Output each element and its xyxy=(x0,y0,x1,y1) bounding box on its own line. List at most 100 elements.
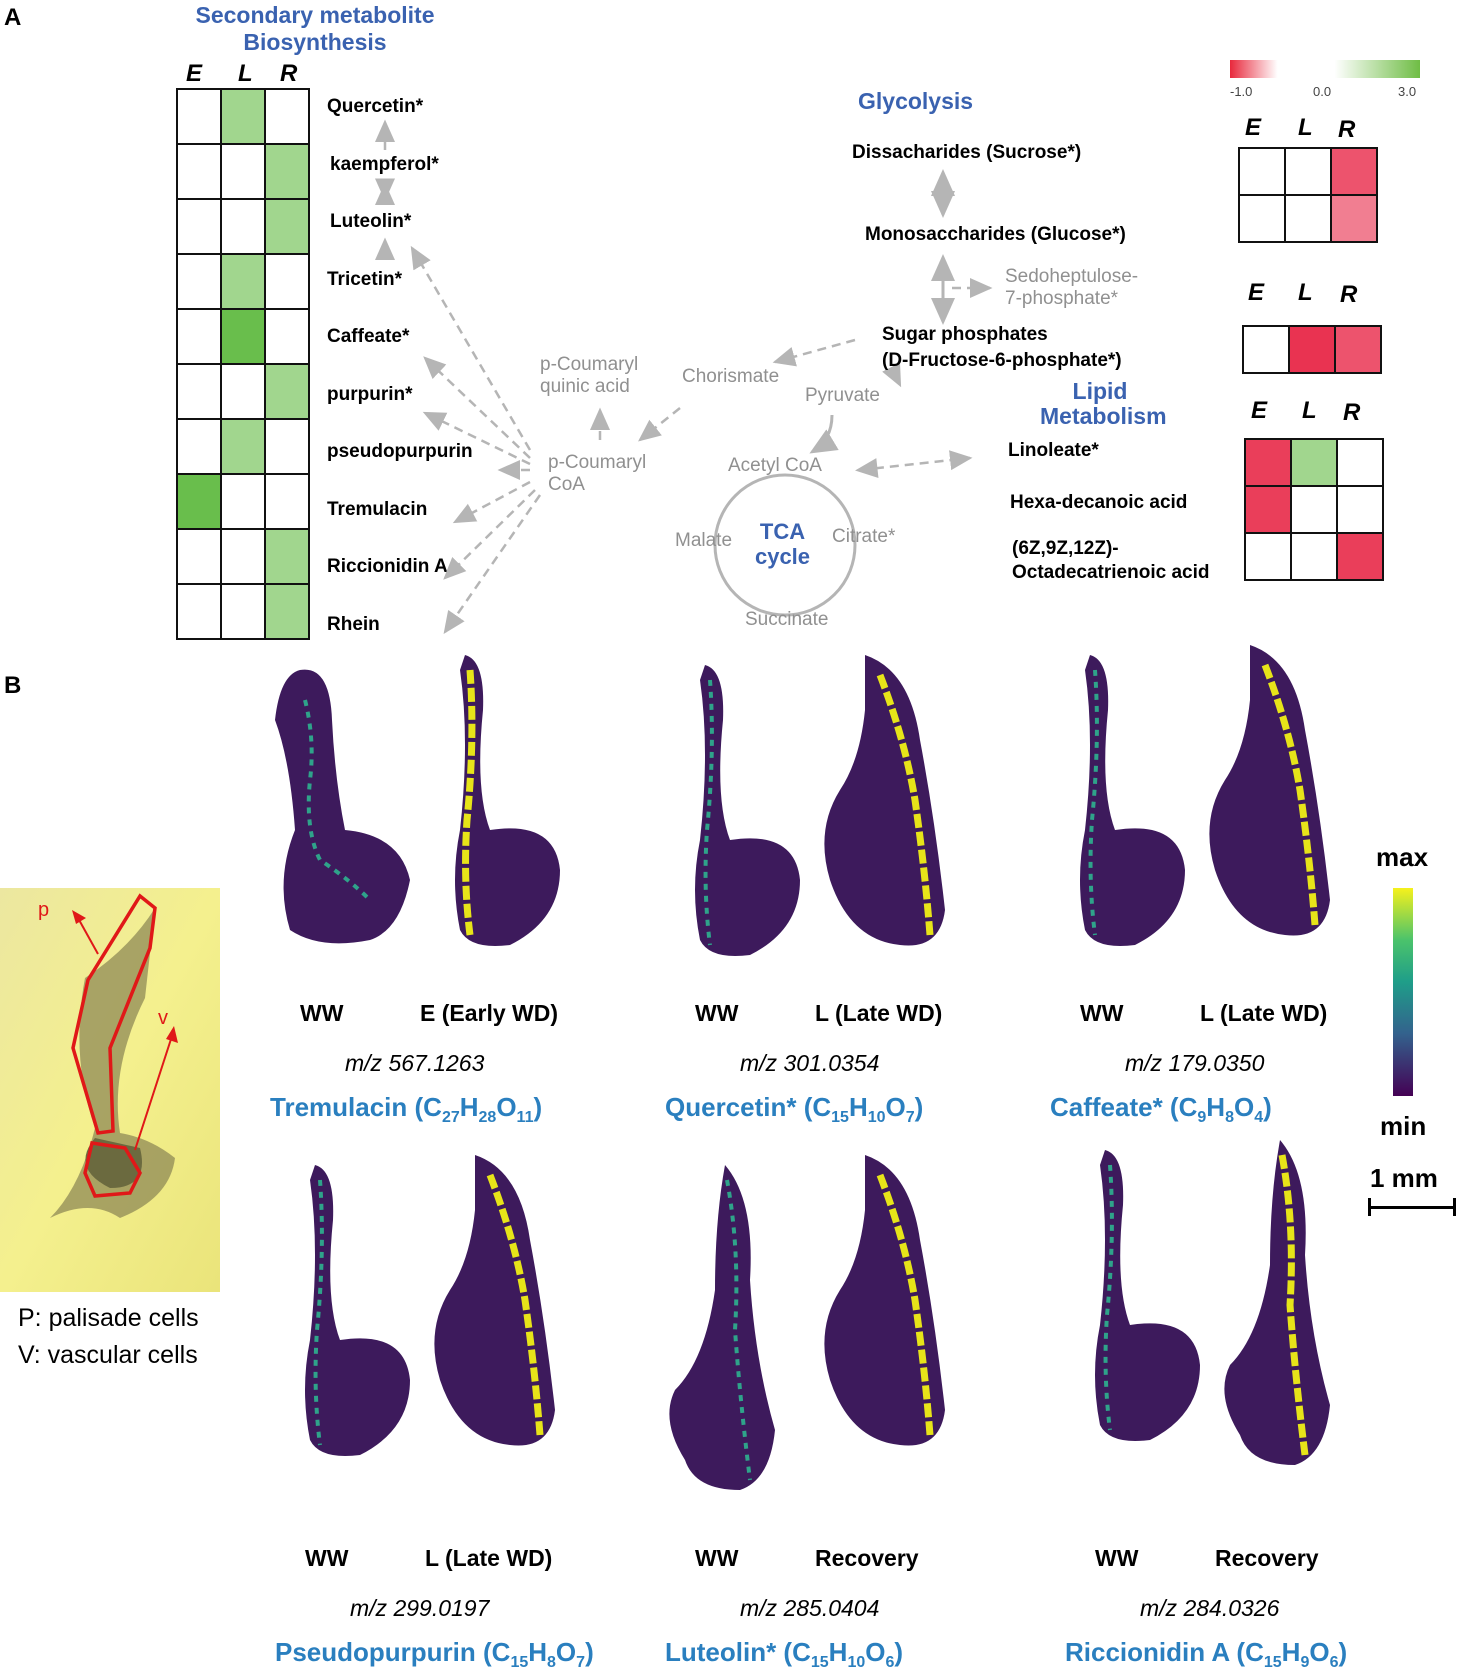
mz-value: m/z 284.0326 xyxy=(1140,1595,1280,1621)
lipid-cell xyxy=(1290,485,1338,534)
scale-bar-tick-left xyxy=(1368,1198,1371,1216)
arrow-rhein xyxy=(443,494,542,635)
chorismate-label: Chorismate xyxy=(682,366,780,387)
glycolysis-title: Glycolysis xyxy=(858,88,974,114)
lipid-cell xyxy=(1244,532,1292,581)
secondary-row xyxy=(176,418,310,475)
arrow-caffeate xyxy=(423,356,531,459)
arrow-tremulacin xyxy=(452,480,531,524)
tissue-outline xyxy=(695,665,800,956)
vascular-legend: V: vascular cells xyxy=(18,1341,198,1369)
ww-ion-image xyxy=(669,1165,775,1490)
fructose-label: (D-Fructose-6-phosphate*) xyxy=(882,350,1122,371)
signal-stripe xyxy=(313,1179,324,1446)
lipid-cell xyxy=(1290,532,1338,581)
formula-part: ) xyxy=(585,1637,594,1667)
formula-part: ) xyxy=(894,1637,904,1667)
secondary-metabolite-name: Luteolin* xyxy=(330,211,412,232)
formula-subscript: 6 xyxy=(885,1654,895,1672)
fructose-cell xyxy=(1288,325,1336,374)
compound-name: Quercetin* (C xyxy=(665,1092,832,1122)
secondary-metabolite-name: Tremulacin xyxy=(327,498,428,520)
signal-stripe xyxy=(1103,1164,1114,1431)
sugar-cell xyxy=(1238,194,1286,243)
secondary-cell xyxy=(264,473,310,530)
secondary-row xyxy=(176,253,310,310)
lipid-line-2: Metabolism xyxy=(1040,403,1167,429)
secondary-metabolite-name: Rhein xyxy=(327,613,380,635)
sugar-row xyxy=(1238,194,1378,243)
colorscale-bar xyxy=(1230,60,1420,78)
secondary-row xyxy=(176,528,310,585)
compound-formula: Quercetin* (C15H10O7) xyxy=(665,1092,923,1127)
compound-name: Riccionidin A (C xyxy=(1065,1637,1264,1667)
arrow-purpurin xyxy=(422,411,531,466)
ww-ion-image xyxy=(695,665,800,956)
signal-stripe xyxy=(876,673,934,936)
arrow-acetyl xyxy=(809,414,839,454)
formula-subscript: 28 xyxy=(478,1109,497,1127)
lipid-cell xyxy=(1244,438,1292,487)
tca-line-2: cycle xyxy=(754,544,811,569)
formula-subscript: 11 xyxy=(516,1109,534,1127)
sugar-cell xyxy=(1284,194,1332,243)
formula-subscript: 10 xyxy=(867,1109,886,1127)
secondary-cell xyxy=(220,583,266,640)
treatment-caption: Recovery xyxy=(1215,1545,1319,1571)
tissue-outline xyxy=(1209,645,1330,936)
secondary-cell xyxy=(264,583,310,640)
secondary-metabolite-name: Caffeate* xyxy=(327,326,410,347)
formula-part: H xyxy=(1206,1092,1226,1122)
mz-value: m/z 285.0404 xyxy=(740,1595,880,1621)
formula-part: O xyxy=(1233,1092,1255,1122)
secondary-cell xyxy=(220,253,266,310)
colorscale-mid: 0.0 xyxy=(1313,84,1332,99)
arrow-pyruvate xyxy=(882,362,902,388)
sugar-phosphates-label: Sugar phosphates xyxy=(882,324,1048,345)
sedoheptulose-label: Sedoheptulose- 7-phosphate* xyxy=(1005,266,1138,310)
scale-max: max xyxy=(1376,842,1429,872)
treatment-ion-image xyxy=(1209,645,1330,936)
tca-title: TCA cycle xyxy=(745,519,820,569)
sugar-cell xyxy=(1330,194,1378,243)
formula-part: H xyxy=(1281,1637,1301,1667)
cell-legend: P: palisade cells V: vascular cells xyxy=(18,1300,199,1374)
formula-subscript: 15 xyxy=(810,1654,829,1672)
formula-subscript: 10 xyxy=(847,1654,866,1672)
sucrose-label: Dissacharides (Sucrose*) xyxy=(852,142,1082,163)
tissue-outline xyxy=(1080,655,1185,946)
arrow-riccionidin xyxy=(443,489,536,580)
ww-ion-image xyxy=(1080,655,1185,946)
lipid-cell xyxy=(1244,485,1292,534)
treatment-caption: L (Late WD) xyxy=(425,1545,553,1571)
secondary-cell xyxy=(220,363,266,420)
treatment-ion-image xyxy=(824,1155,945,1446)
formula-subscript: 15 xyxy=(1263,1654,1282,1672)
lipid-header-e: E xyxy=(1251,397,1268,424)
tissue-outline xyxy=(455,655,560,946)
secondary-cell xyxy=(220,198,266,255)
colorscale-max: 3.0 xyxy=(1398,84,1417,99)
fructose-cell xyxy=(1242,325,1290,374)
secondary-row xyxy=(176,308,310,365)
secondary-cell xyxy=(264,143,310,200)
formula-part: H xyxy=(848,1092,868,1122)
glucose-label: Monosaccharides (Glucose*) xyxy=(865,224,1126,245)
secondary-cell xyxy=(264,198,310,255)
sugar-cell xyxy=(1330,147,1378,196)
treatment-caption: Recovery xyxy=(815,1545,919,1571)
signal-stripe xyxy=(486,1173,544,1436)
lipid-heatmap xyxy=(1244,438,1384,581)
title-line-2: Biosynthesis xyxy=(243,29,387,55)
lipid-header-l: L xyxy=(1302,397,1317,424)
mz-value: m/z 179.0350 xyxy=(1125,1050,1265,1076)
compound-name: Tremulacin (C xyxy=(270,1092,442,1122)
compound-name: Pseudopurpurin (C xyxy=(275,1637,511,1667)
secondary-cell xyxy=(220,88,266,145)
lipid-cell xyxy=(1336,485,1384,534)
secondary-cell xyxy=(264,253,310,310)
formula-subscript: 15 xyxy=(510,1654,529,1672)
secondary-row xyxy=(176,363,310,420)
panel-b-label: B xyxy=(4,672,22,699)
lipid-row xyxy=(1244,438,1384,487)
